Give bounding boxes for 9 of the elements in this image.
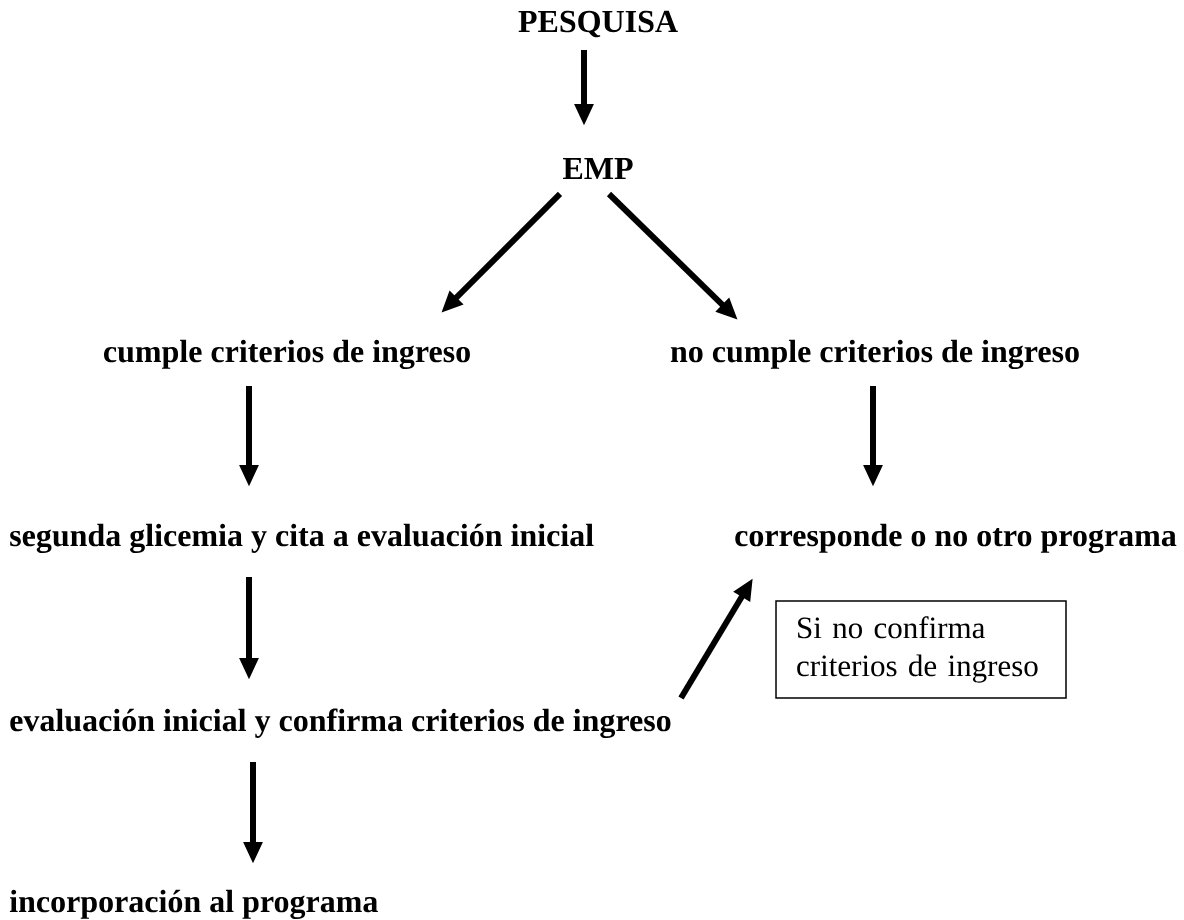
flow-text: cumple criterios de ingreso bbox=[104, 339, 470, 370]
flow-text: EMP bbox=[563, 158, 633, 179]
flow-text: incorporación al programa bbox=[9, 889, 378, 920]
flow-text: no cumple criterios de ingreso bbox=[670, 339, 1079, 370]
flow-text: segunda glicemia y cita a evaluación inicial bbox=[10, 523, 594, 554]
flow-text: evaluación inicial y confirma criterios de ingreso bbox=[10, 708, 671, 739]
flow-text: PESQUISA bbox=[518, 10, 678, 38]
flow-text: corresponde o no otro programa bbox=[735, 523, 1177, 554]
note-box: Si no confirma criterios de ingreso bbox=[775, 600, 1067, 699]
